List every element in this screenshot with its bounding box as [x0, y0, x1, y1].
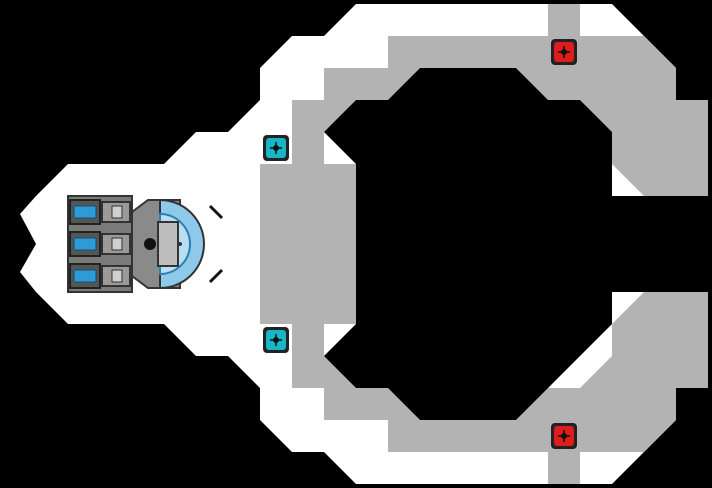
cockpit-hatch-icon [144, 238, 156, 250]
engine-bay-1 [69, 199, 131, 225]
engine-bay-2 [69, 231, 131, 257]
teleport-pad-cyan-upper[interactable] [263, 135, 289, 161]
thruster-glow [73, 269, 97, 283]
corridor-floor [260, 4, 708, 484]
hazard-pad-red-lower[interactable] [551, 423, 577, 449]
engine-valve-icon [111, 237, 123, 251]
engine-bay-3 [69, 263, 131, 289]
hazard-pad-red-upper[interactable] [551, 39, 577, 65]
engine-valve-icon [111, 269, 123, 283]
cockpit-console [157, 221, 179, 267]
marker-crosshair-icon [558, 430, 570, 442]
pilot-seat-icon [178, 242, 182, 246]
marker-crosshair-icon [270, 334, 282, 346]
engine-valve-icon [111, 205, 123, 219]
teleport-pad-cyan-lower[interactable] [263, 327, 289, 353]
inner-void [324, 68, 612, 420]
player-ship[interactable] [67, 195, 224, 293]
thruster-glow [73, 237, 97, 251]
thruster-glow [73, 205, 97, 219]
dome-edge-right [208, 204, 224, 284]
marker-crosshair-icon [558, 46, 570, 58]
marker-crosshair-icon [270, 142, 282, 154]
